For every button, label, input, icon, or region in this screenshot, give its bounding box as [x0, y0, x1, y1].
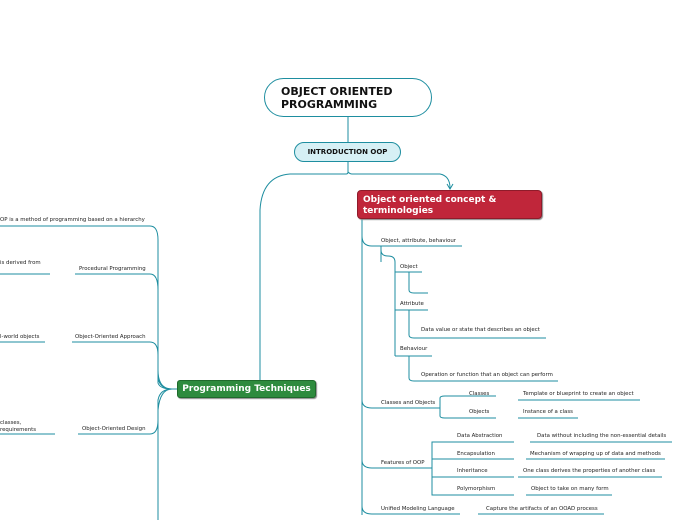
root-topic[interactable]: OBJECT ORIENTED PROGRAMMING [264, 78, 432, 117]
oo-approach-label[interactable]: Object-Oriented Approach [75, 334, 146, 340]
objects-label[interactable]: Objects [469, 409, 490, 415]
classes-desc-label[interactable]: Template or blueprint to create an objec… [523, 391, 634, 397]
oop-concept-topic[interactable]: Object oriented concept & terminologies [357, 190, 542, 219]
inheritance-desc-label[interactable]: One class derives the properties of anot… [523, 468, 656, 474]
classes-label[interactable]: Classes [469, 391, 490, 397]
encapsulation-desc-label[interactable]: Mechanism of wrapping up of data and met… [530, 451, 661, 457]
abstraction-label[interactable]: Data Abstraction [457, 433, 503, 439]
oop-concept-line1: Object oriented concept & [363, 195, 497, 205]
classes-fragment-label[interactable]: classes, [0, 420, 22, 426]
derived-label[interactable]: is derived from [0, 260, 41, 266]
object-label[interactable]: Object [400, 264, 418, 270]
attribute-label[interactable]: Attribute [400, 301, 424, 307]
real-world-label[interactable]: l-world objects [0, 334, 40, 340]
polymorphism-desc-label[interactable]: Object to take on many form [531, 486, 609, 492]
behaviour-desc-label[interactable]: Operation or function that an object can… [421, 372, 553, 378]
abstraction-desc-label[interactable]: Data without including the non-essential… [537, 433, 667, 439]
objects-desc-label[interactable]: Instance of a class [523, 409, 573, 415]
oo-design-label[interactable]: Object-Oriented Design [82, 426, 146, 432]
inheritance-label[interactable]: Inheritance [457, 468, 488, 474]
uml-desc-label[interactable]: Capture the artifacts of an OOAD process [486, 506, 598, 512]
root-topic-line2: PROGRAMMING [281, 98, 378, 111]
programming-techniques-topic[interactable]: Programming Techniques [177, 380, 316, 398]
features-label[interactable]: Features of OOP [381, 460, 425, 466]
encapsulation-label[interactable]: Encapsulation [457, 451, 495, 457]
intro-oop-topic[interactable]: INTRODUCTION OOP [294, 142, 401, 162]
attribute-desc-label[interactable]: Data value or state that describes an ob… [421, 327, 540, 333]
behaviour-label[interactable]: Behaviour [400, 346, 428, 352]
classes-objects-label[interactable]: Classes and Objects [381, 400, 436, 406]
polymorphism-label[interactable]: Polymorphism [457, 486, 496, 492]
uml-label[interactable]: Unified Modeling Language [381, 506, 455, 512]
root-topic-line1: OBJECT ORIENTED [281, 85, 393, 98]
procedural-programming-label[interactable]: Procedural Programming [79, 266, 146, 272]
oop-concept-line2: terminologies [363, 206, 434, 216]
oop-method-label[interactable]: OP is a method of programming based on a… [0, 217, 145, 223]
oab-label[interactable]: Object, attribute, behaviour [381, 238, 457, 244]
requirements-fragment-label[interactable]: requirements [0, 427, 37, 433]
